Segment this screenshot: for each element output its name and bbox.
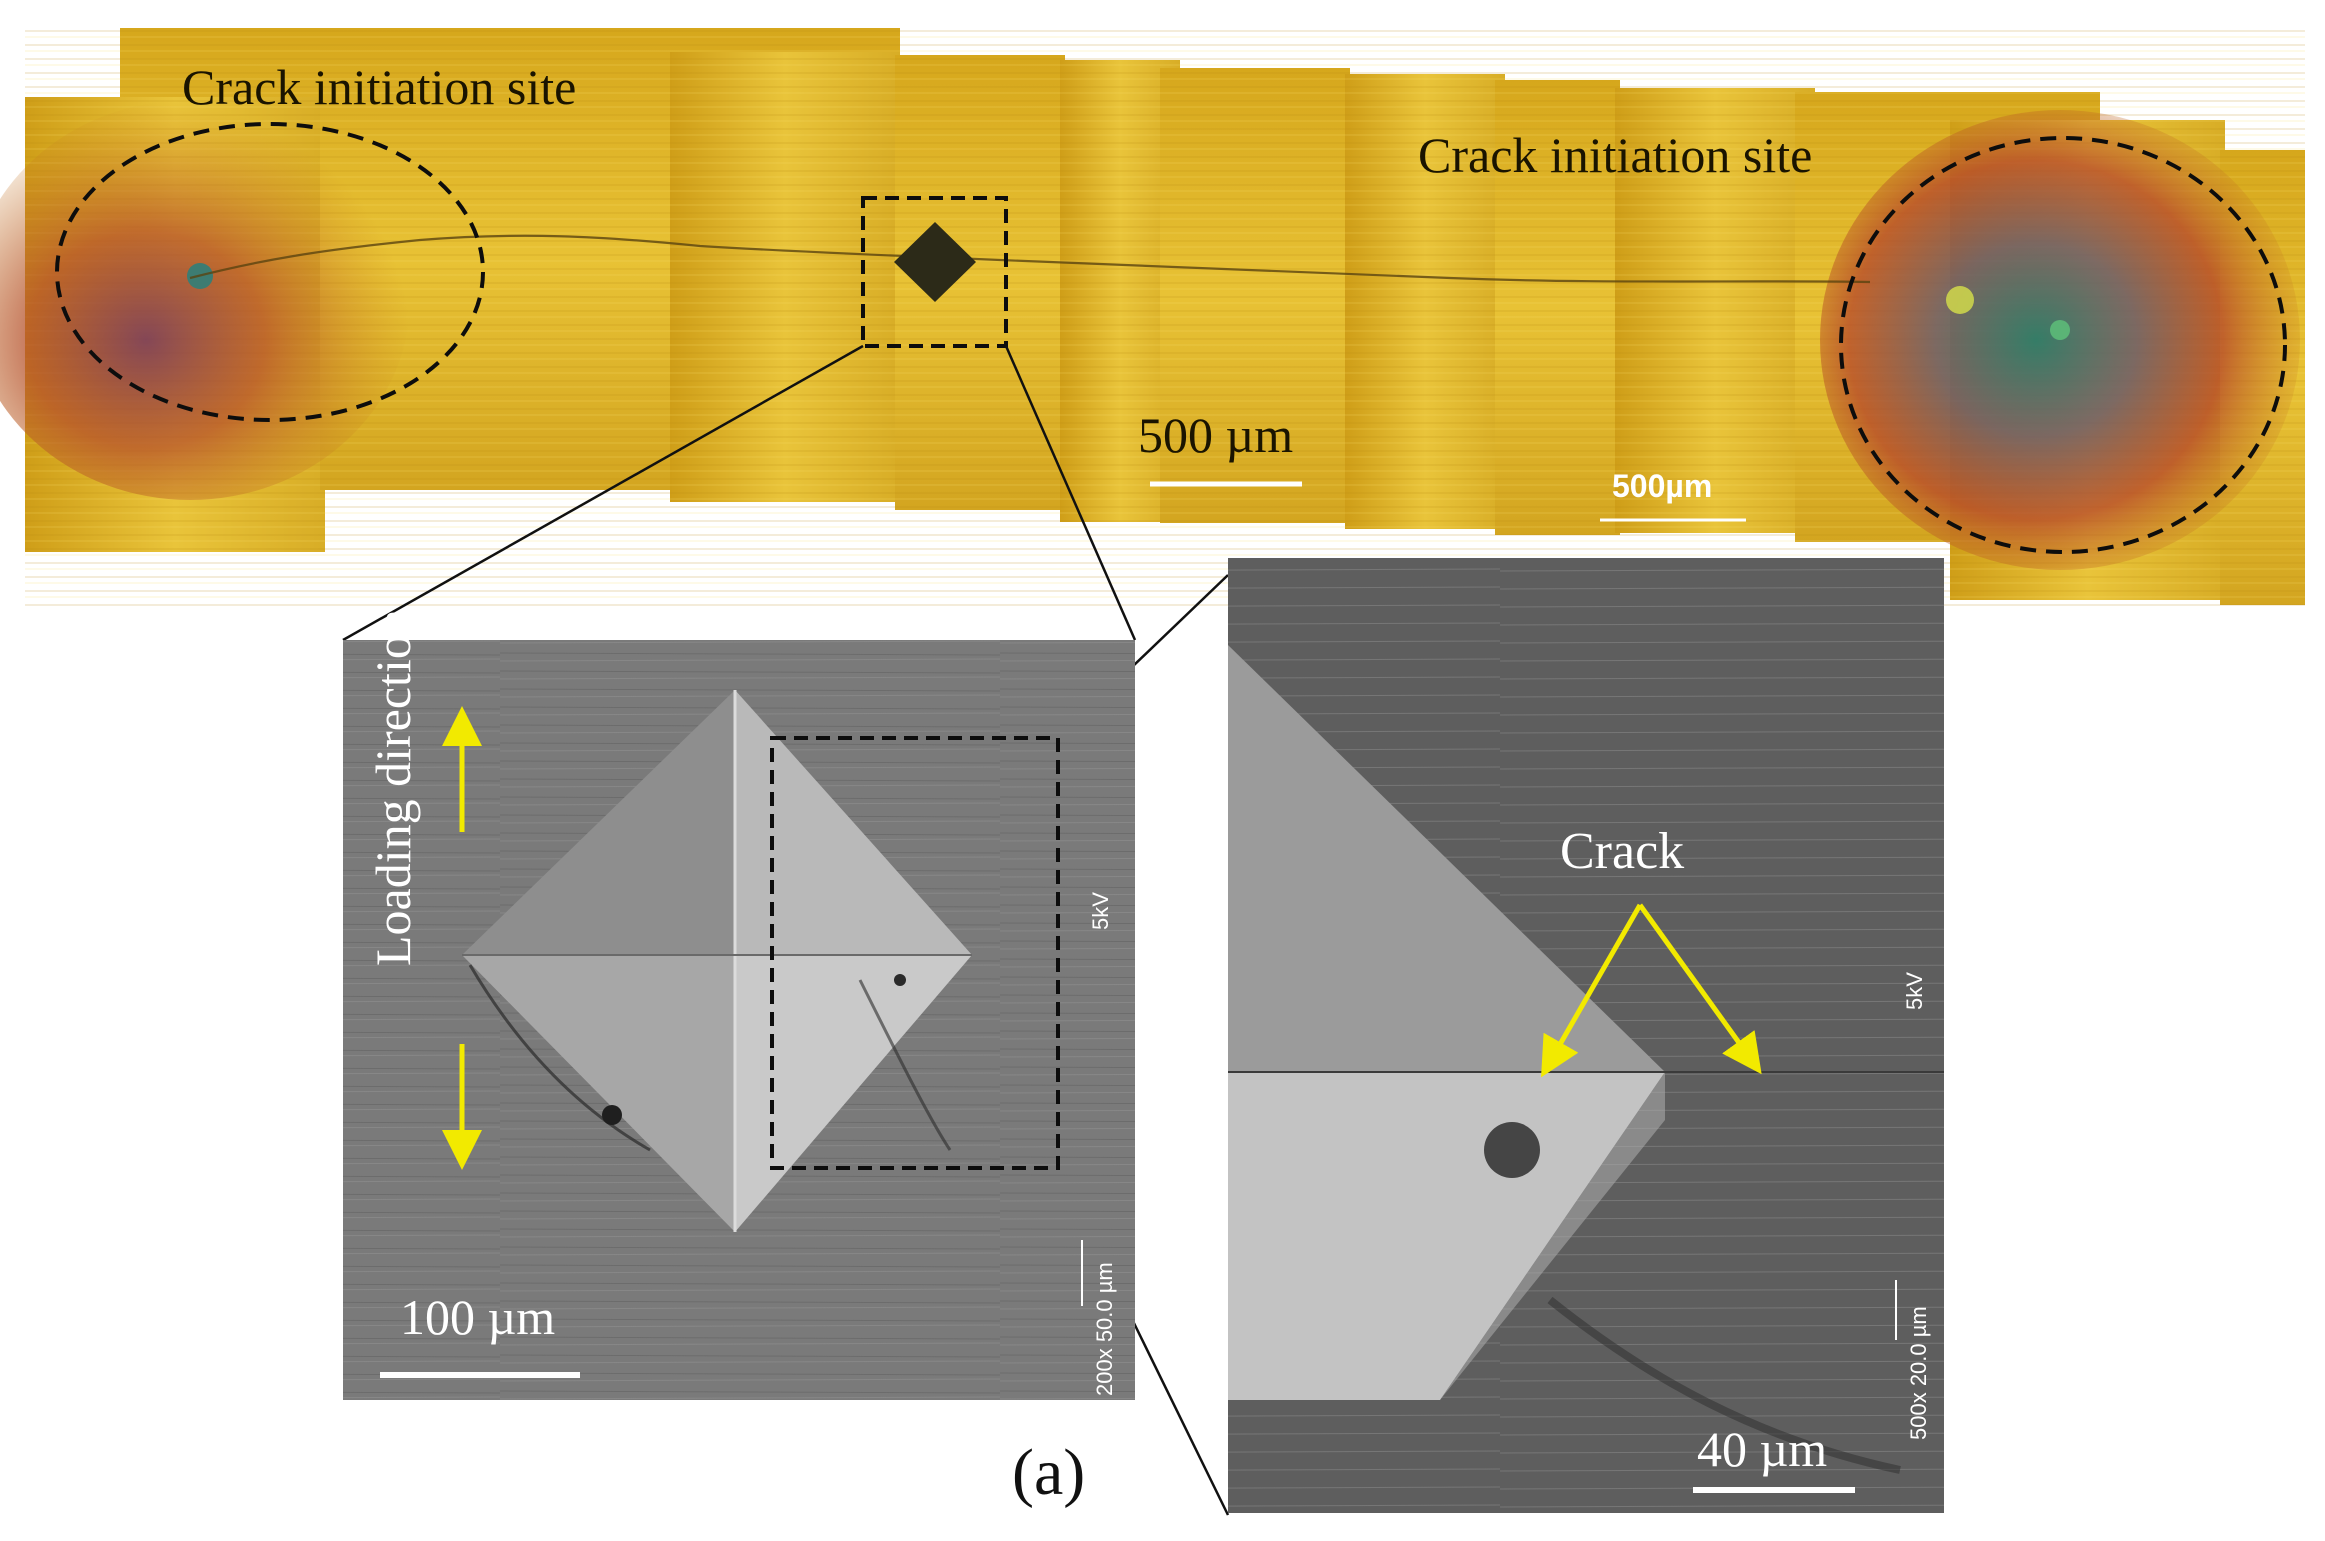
- optical-montage: [0, 28, 2305, 608]
- loading-direction-label: Loading direction: [365, 609, 421, 966]
- right-site-ellipse: [1839, 136, 2287, 554]
- scale-label-500-secondary: 500µm: [1612, 468, 1713, 504]
- voltage-text-right: 5kV: [1902, 972, 1927, 1010]
- crack-label: Crack: [1560, 823, 1685, 880]
- scale-label-500: 500 µm: [1138, 407, 1294, 463]
- scale-label-40: 40 µm: [1697, 1421, 1828, 1477]
- left-site-label: Crack initiation site: [182, 59, 577, 115]
- info-text-left: 200x 50.0 µm: [1092, 1262, 1117, 1396]
- right-site-label: Crack initiation site: [1418, 127, 1813, 183]
- info-text-right: 500x 20.0 µm: [1906, 1306, 1931, 1440]
- connector-right: [1004, 345, 1137, 641]
- crack-arrow-left: [1541, 903, 1643, 1078]
- left-site-ellipse: [55, 122, 485, 422]
- zoom-box: [770, 736, 1060, 1170]
- scale-label-100: 100 µm: [400, 1289, 556, 1345]
- sem-right-panel: [1228, 558, 1944, 1513]
- voltage-text-left: 5kV: [1088, 892, 1113, 930]
- indent-box: [861, 196, 1008, 348]
- panel-label: (a): [1012, 1436, 1086, 1509]
- connector-left: [342, 344, 864, 642]
- sem-left-panel: [343, 640, 1135, 1400]
- crack-arrow-right: [1637, 903, 1762, 1075]
